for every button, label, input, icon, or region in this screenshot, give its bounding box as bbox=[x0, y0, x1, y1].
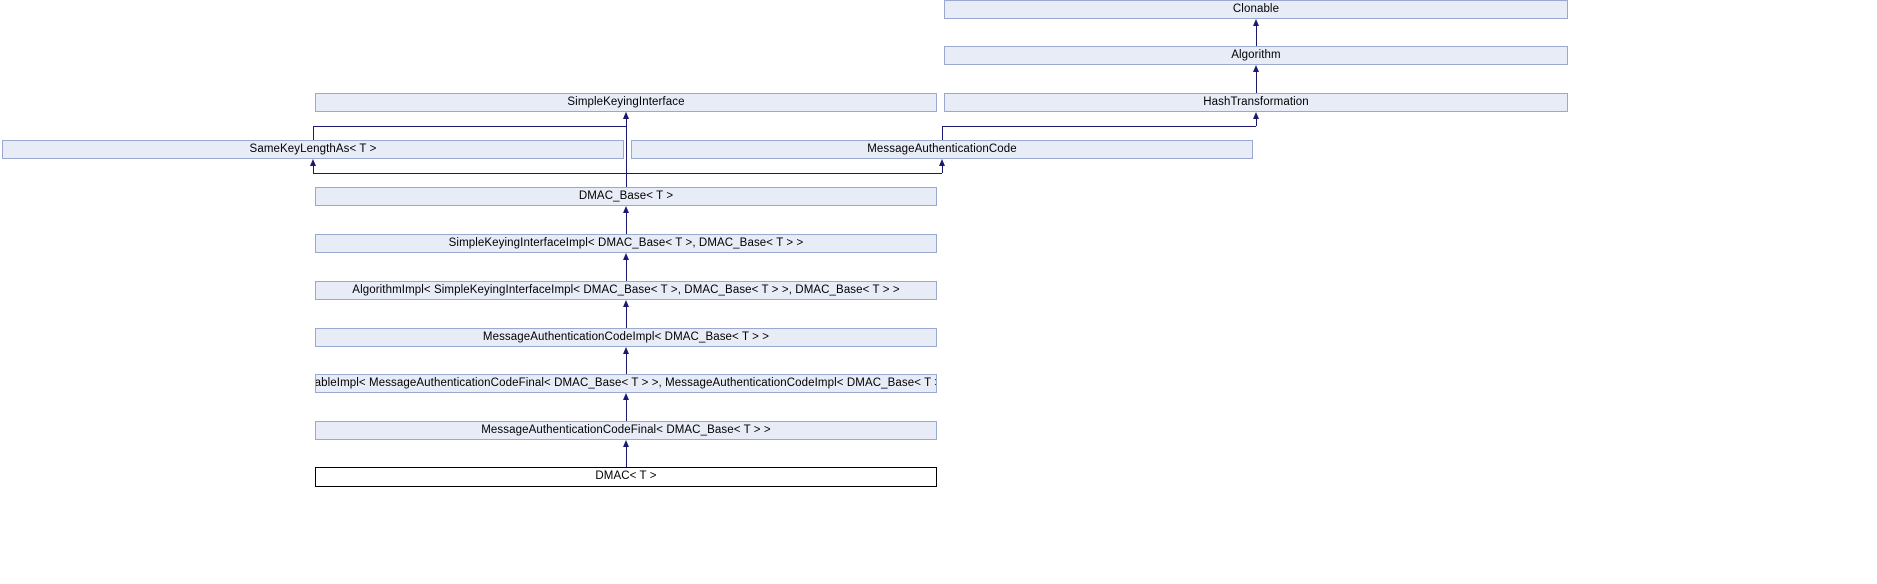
inheritance-arrowhead bbox=[622, 206, 629, 213]
inheritance-edge-vertical bbox=[626, 119, 627, 187]
inheritance-edge-vertical bbox=[626, 400, 627, 421]
inheritance-edge-horizontal bbox=[313, 173, 626, 174]
inheritance-arrowhead bbox=[1252, 112, 1259, 119]
class-node-algorithm[interactable]: Algorithm bbox=[944, 46, 1568, 65]
inheritance-edge-vertical bbox=[626, 213, 627, 234]
inheritance-edge-vertical bbox=[626, 354, 627, 374]
class-node-label: MessageAuthenticationCodeImpl< DMAC_Base… bbox=[482, 330, 770, 343]
class-node-label: HashTransformation bbox=[1203, 95, 1309, 108]
class-node-label: SameKeyLengthAs< T > bbox=[249, 142, 377, 155]
inheritance-arrowhead bbox=[622, 393, 629, 400]
inheritance-edge-vertical bbox=[1256, 119, 1257, 126]
inheritance-arrowhead bbox=[938, 159, 945, 166]
class-node-macfinal[interactable]: MessageAuthenticationCodeFinal< DMAC_Bas… bbox=[315, 421, 937, 440]
class-node-macimpl[interactable]: MessageAuthenticationCodeImpl< DMAC_Base… bbox=[315, 328, 937, 347]
inheritance-edge-horizontal bbox=[313, 126, 626, 127]
class-node-messageauthenticationcode[interactable]: MessageAuthenticationCode bbox=[631, 140, 1253, 159]
inheritance-edge-vertical bbox=[626, 119, 627, 126]
inheritance-arrowhead bbox=[622, 253, 629, 260]
class-node-simplekeyinginterface[interactable]: SimpleKeyingInterface bbox=[315, 93, 937, 112]
class-node-algorithmimpl[interactable]: AlgorithmImpl< SimpleKeyingInterfaceImpl… bbox=[315, 281, 937, 300]
inheritance-arrowhead bbox=[1252, 19, 1259, 26]
inheritance-edge-vertical bbox=[1256, 26, 1257, 46]
inheritance-edge-vertical bbox=[626, 260, 627, 281]
inheritance-edge-vertical bbox=[942, 126, 943, 140]
inheritance-arrowhead bbox=[1252, 65, 1259, 72]
class-node-label: MessageAuthenticationCodeFinal< DMAC_Bas… bbox=[481, 423, 771, 436]
class-node-dmac[interactable]: DMAC< T > bbox=[315, 467, 937, 487]
inheritance-edge-vertical bbox=[313, 166, 314, 173]
class-node-label: DMAC_Base< T > bbox=[578, 189, 674, 202]
inheritance-edge-vertical bbox=[626, 173, 627, 187]
class-node-label: Clonable bbox=[1232, 2, 1280, 15]
class-node-simplekeyingimpl[interactable]: SimpleKeyingInterfaceImpl< DMAC_Base< T … bbox=[315, 234, 937, 253]
class-node-label: SimpleKeyingInterfaceImpl< DMAC_Base< T … bbox=[448, 236, 804, 249]
class-node-hashtransformation[interactable]: HashTransformation bbox=[944, 93, 1568, 112]
class-node-label: ClonableImpl< MessageAuthenticationCodeF… bbox=[315, 376, 937, 389]
class-node-samekeylengthas[interactable]: SameKeyLengthAs< T > bbox=[2, 140, 624, 159]
inheritance-edge-vertical bbox=[1256, 72, 1257, 93]
inheritance-arrowhead bbox=[622, 440, 629, 447]
inheritance-arrowhead bbox=[622, 300, 629, 307]
class-node-label: Algorithm bbox=[1231, 48, 1281, 61]
class-node-label: AlgorithmImpl< SimpleKeyingInterfaceImpl… bbox=[352, 283, 900, 296]
inheritance-edge-vertical bbox=[942, 166, 943, 173]
inheritance-edge-vertical bbox=[626, 447, 627, 467]
inheritance-edge-horizontal bbox=[626, 173, 942, 174]
class-node-label: MessageAuthenticationCode bbox=[867, 142, 1017, 155]
inheritance-edge-vertical bbox=[626, 307, 627, 328]
inheritance-arrowhead bbox=[622, 347, 629, 354]
class-node-label: DMAC< T > bbox=[595, 470, 657, 483]
class-node-clonable[interactable]: Clonable bbox=[944, 0, 1568, 19]
inheritance-arrowhead bbox=[622, 112, 629, 119]
class-node-dmac_base[interactable]: DMAC_Base< T > bbox=[315, 187, 937, 206]
inheritance-arrowhead bbox=[309, 159, 316, 166]
class-node-label: SimpleKeyingInterface bbox=[567, 95, 685, 108]
inheritance-edge-vertical bbox=[313, 126, 314, 140]
inheritance-edge-horizontal bbox=[942, 126, 1256, 127]
class-node-clonableimpl[interactable]: ClonableImpl< MessageAuthenticationCodeF… bbox=[315, 374, 937, 393]
